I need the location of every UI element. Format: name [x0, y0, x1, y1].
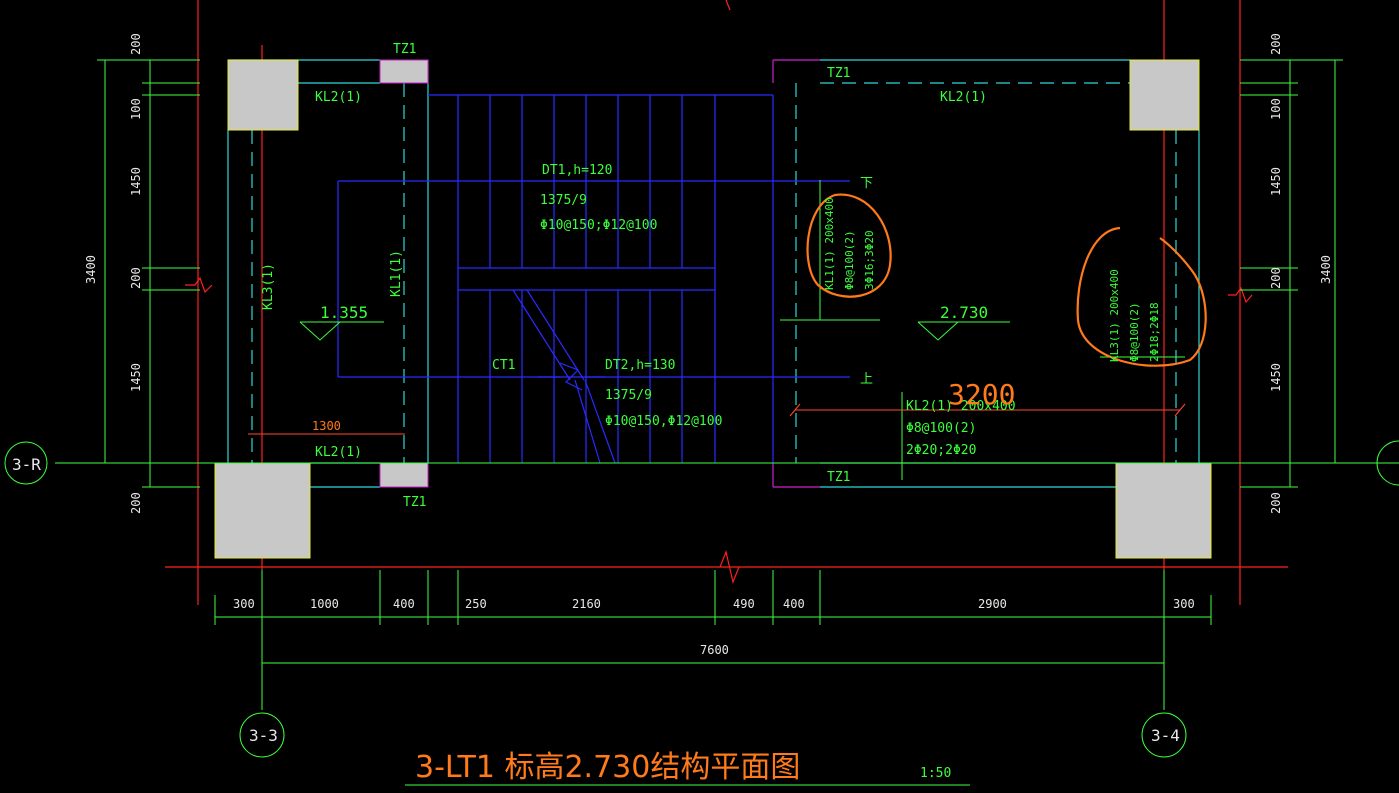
stair-down-mark: 下: [860, 176, 873, 191]
bottom-dimension-texts: 300 1000 400 250 2160 490 400 2900 300 7…: [233, 597, 1195, 657]
elevation-left: 1.355: [320, 303, 368, 322]
kl3-callout: KL3(1) 200x400 Φ8@100(2) 2Φ18;2Φ18: [1108, 269, 1161, 362]
dim-3200: 3200: [948, 378, 1015, 411]
dt1-label: DT1,h=120: [542, 163, 612, 178]
kl2-callout-line1: KL2(1) 200x400: [906, 399, 1016, 414]
columns: [214, 59, 1212, 559]
dim-left-total: 3400: [84, 255, 98, 284]
dt1-steps: 1375/9: [540, 193, 587, 208]
dim-left-2: 100: [129, 98, 143, 120]
tz1-bottom-left: TZ1: [403, 495, 426, 510]
dim-bottom-6: 490: [733, 597, 755, 611]
dim-left-6: 200: [129, 492, 143, 514]
leader-lines: [299, 180, 1185, 480]
dim-right-2: 100: [1269, 98, 1283, 120]
dim-bottom-2: 1000: [310, 597, 339, 611]
kl1-callout-line3: 3Φ16;3Φ20: [863, 230, 876, 290]
dim-right-6: 200: [1269, 492, 1283, 514]
axis-label-3-R: 3-R: [12, 455, 41, 474]
dim-right-total: 3400: [1319, 255, 1333, 284]
dim-left-5: 1450: [129, 363, 143, 392]
kl2-top-left-label: KL2(1): [315, 90, 362, 105]
markup-circle-kl1: [806, 193, 892, 298]
markup-circle-kl3: [1076, 226, 1207, 367]
kl1-left-label: KL1(1): [389, 250, 404, 297]
axis-bubble-3-3: [239, 712, 285, 758]
annotation-dims: [248, 403, 1186, 435]
dim-overall: 7600: [700, 643, 729, 657]
kl3-callout-line1: KL3(1) 200x400: [1108, 269, 1121, 362]
stair-up-mark: 上: [860, 372, 873, 387]
stair-lines: [337, 94, 850, 464]
dim-bottom-3: 400: [393, 597, 415, 611]
column-bottom-left: [214, 462, 311, 559]
kl1-callout: KL1(1) 200x400 Φ8@100(2) 3Φ16;3Φ20: [823, 197, 876, 290]
dim-left-4: 200: [129, 267, 143, 289]
drawing-scale: 1:50: [920, 766, 951, 781]
axis-label-3-3: 3-3: [249, 726, 278, 745]
kl2-callout: KL2(1) 200x400 Φ8@100(2) 2Φ20;2Φ20: [906, 399, 1016, 458]
dim-left-3: 1450: [129, 167, 143, 196]
kl2-bottom-left-label: KL2(1): [315, 445, 362, 460]
dt1-rebar: Φ10@150;Φ12@100: [540, 218, 657, 233]
tz-column-bottom: [379, 462, 429, 488]
dimension-lines: [4, 59, 1399, 786]
dim-bottom-7: 400: [783, 597, 805, 611]
axis-bubble-right-partial: [1376, 440, 1399, 486]
dim-bottom-4: 250: [465, 597, 487, 611]
dim-right-1: 200: [1269, 33, 1283, 55]
axis-bubble-3-4: [1141, 712, 1187, 758]
dim-bottom-5: 2160: [572, 597, 601, 611]
elevation-right: 2.730: [940, 303, 988, 322]
dt2-steps: 1375/9: [605, 388, 652, 403]
dim-bottom-8: 2900: [978, 597, 1007, 611]
kl3-callout-line3: 2Φ18;2Φ18: [1148, 302, 1161, 362]
kl1-callout-line2: Φ8@100(2): [843, 230, 856, 290]
tz1-top-left: TZ1: [393, 42, 416, 57]
drawing-title: 3-LT1 标高2.730结构平面图: [415, 750, 800, 785]
axis-label-3-4: 3-4: [1151, 726, 1180, 745]
tz-outlines: [772, 59, 820, 488]
dim-right-3: 1450: [1269, 167, 1283, 196]
column-top-left: [227, 59, 299, 131]
kl2-top-right-label: KL2(1): [940, 90, 987, 105]
column-bottom-right: [1115, 462, 1212, 559]
dim-left-1: 200: [129, 33, 143, 55]
dim-right-5: 1450: [1269, 363, 1283, 392]
tz1-bottom-right: TZ1: [827, 470, 850, 485]
ct1-label: CT1: [492, 358, 515, 373]
markup-circles: [806, 193, 1207, 367]
column-top-right: [1129, 59, 1200, 131]
dt2-rebar: Φ10@150,Φ12@100: [605, 414, 722, 429]
kl2-callout-line2: Φ8@100(2): [906, 421, 976, 436]
axis-bubble-3-R: [4, 441, 48, 485]
dim-bottom-9: 300: [1173, 597, 1195, 611]
kl2-callout-line3: 2Φ20;2Φ20: [906, 443, 976, 458]
tz1-top-right: TZ1: [827, 66, 850, 81]
kl1-callout-line1: KL1(1) 200x400: [823, 197, 836, 290]
dim-bottom-1: 300: [233, 597, 255, 611]
dim-right-4: 200: [1269, 267, 1283, 289]
dt2-label: DT2,h=130: [605, 358, 675, 373]
kl3-callout-line2: Φ8@100(2): [1128, 302, 1141, 362]
tz-column-top: [379, 59, 429, 84]
kl3-left-label: KL3(1): [261, 263, 276, 310]
dim-1300: 1300: [312, 419, 341, 433]
right-side-dimension-texts: 200 100 1450 200 1450 200 3400: [1269, 33, 1333, 514]
left-side-dimension-texts: 200 100 1450 200 1450 200 3400: [84, 33, 143, 514]
